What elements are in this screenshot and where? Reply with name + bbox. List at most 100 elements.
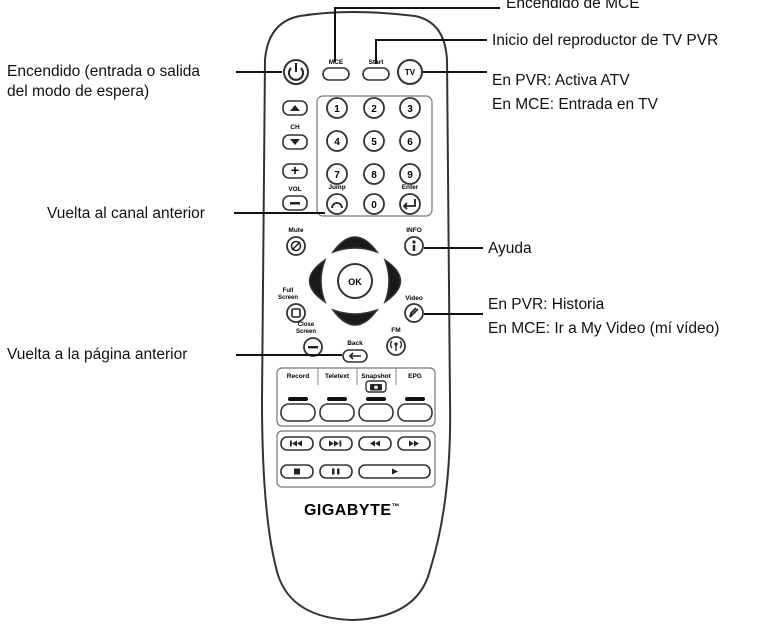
number-key-label: 2 bbox=[371, 104, 377, 115]
full-screen-button[interactable] bbox=[286, 303, 306, 323]
callout-tv: En PVR: Activa ATV En MCE: Entrada en TV bbox=[492, 71, 658, 115]
minus-icon bbox=[290, 202, 300, 205]
pause-button[interactable] bbox=[319, 464, 353, 479]
back-icon bbox=[348, 352, 361, 360]
callout-video-line-2: En MCE: Ir a My Video (mí vídeo) bbox=[488, 320, 720, 337]
record-label: Record bbox=[287, 373, 309, 380]
number-key-label: 8 bbox=[371, 170, 377, 181]
enter-button[interactable] bbox=[399, 193, 421, 215]
callout-video: En PVR: Historia En MCE: Ir a My Video (… bbox=[488, 295, 719, 339]
callout-power-line-1: Encendido (entrada o salida bbox=[7, 63, 201, 80]
number-key-label: 9 bbox=[407, 170, 413, 181]
epg-label: EPG bbox=[408, 373, 422, 380]
dpad-left-button[interactable] bbox=[308, 258, 327, 304]
callout-pvr-start: Inicio del reproductor de TV PVR bbox=[492, 31, 718, 51]
close-screen-label-1: Close bbox=[298, 322, 315, 328]
callout-power: Encendido (entrada o salida del modo de … bbox=[7, 62, 200, 102]
number-key-4[interactable] bbox=[326, 130, 348, 152]
callout-info-text: Ayuda bbox=[488, 240, 532, 257]
callout-jump-text: Vuelta al canal anterior bbox=[47, 205, 205, 222]
start-button[interactable] bbox=[362, 67, 390, 81]
function-panel bbox=[276, 367, 436, 427]
stop-icon bbox=[294, 468, 300, 475]
dpad-down-button[interactable] bbox=[330, 308, 380, 326]
next-track-icon bbox=[329, 440, 342, 447]
power-icon bbox=[288, 63, 304, 81]
callout-power-line-2: del modo de espera) bbox=[7, 83, 150, 100]
camera-icon bbox=[370, 384, 382, 391]
callout-info: Ayuda bbox=[488, 239, 532, 259]
fast-forward-icon bbox=[409, 440, 419, 447]
number-key-9[interactable] bbox=[399, 163, 421, 185]
close-screen-icon bbox=[308, 346, 318, 349]
ok-button[interactable] bbox=[337, 263, 373, 299]
callout-pvr-start-text: Inicio del reproductor de TV PVR bbox=[492, 32, 719, 49]
transport-panel bbox=[276, 430, 436, 488]
number-key-5[interactable] bbox=[363, 130, 385, 152]
full-screen-label-1: Full bbox=[283, 288, 294, 294]
number-key-label: 7 bbox=[334, 170, 340, 181]
video-icon bbox=[409, 307, 419, 318]
up-arrow-icon bbox=[290, 105, 300, 111]
ch-label: CH bbox=[290, 124, 300, 131]
number-key-2[interactable] bbox=[363, 97, 385, 119]
jump-icon bbox=[331, 202, 343, 209]
number-key-8[interactable] bbox=[363, 163, 385, 185]
dpad-up-button[interactable] bbox=[330, 236, 380, 254]
zero-button[interactable] bbox=[363, 193, 385, 215]
plus-icon: + bbox=[291, 162, 299, 178]
radio-antenna-icon bbox=[389, 340, 403, 351]
jump-label: Jump bbox=[328, 184, 345, 191]
video-label: Video bbox=[405, 295, 423, 302]
vol-label: VOL bbox=[288, 186, 301, 193]
full-screen-label-2: Screen bbox=[278, 295, 298, 301]
callout-tv-line-2: En MCE: Entrada en TV bbox=[492, 96, 658, 113]
green-key-button[interactable] bbox=[319, 403, 355, 422]
jump-button[interactable] bbox=[326, 193, 348, 215]
number-panel bbox=[316, 95, 433, 217]
close-screen-label-2: Screen bbox=[296, 329, 316, 335]
callout-mce-power: Encendido de MCE bbox=[506, 0, 640, 14]
color-key-indicators bbox=[288, 397, 425, 401]
dpad-right-button[interactable] bbox=[383, 258, 402, 304]
ok-label: OK bbox=[348, 277, 362, 287]
number-key-label: 4 bbox=[334, 137, 340, 148]
previous-track-icon bbox=[290, 440, 302, 447]
full-screen-icon bbox=[291, 308, 301, 318]
callout-back-text: Vuelta a la página anterior bbox=[7, 346, 188, 363]
fm-label: FM bbox=[391, 327, 400, 334]
info-icon bbox=[412, 240, 416, 251]
pause-icon bbox=[332, 468, 340, 475]
callout-jump: Vuelta al canal anterior bbox=[47, 204, 205, 224]
yellow-key-button[interactable] bbox=[358, 403, 394, 422]
callout-tv-line-1: En PVR: Activa ATV bbox=[492, 72, 630, 89]
tv-button[interactable] bbox=[397, 59, 423, 85]
number-key-7[interactable] bbox=[326, 163, 348, 185]
number-key-label: 5 bbox=[371, 137, 377, 148]
snapshot-label: Snapshot bbox=[361, 373, 391, 380]
number-key-1[interactable] bbox=[326, 97, 348, 119]
blue-key-button[interactable] bbox=[397, 403, 433, 422]
number-key-6[interactable] bbox=[399, 130, 421, 152]
brand-logo: GIGABYTE™ bbox=[304, 502, 400, 519]
callout-video-line-1: En PVR: Historia bbox=[488, 296, 605, 313]
mce-button[interactable] bbox=[322, 67, 350, 81]
info-label: INFO bbox=[406, 227, 422, 234]
mute-icon bbox=[290, 240, 302, 252]
mce-label: MCE bbox=[329, 59, 344, 66]
number-key-label: 1 bbox=[334, 104, 340, 115]
number-key-label: 6 bbox=[407, 137, 413, 148]
callout-mce-power-text: Encendido de MCE bbox=[506, 0, 640, 12]
enter-icon bbox=[402, 199, 416, 210]
callout-leaders bbox=[234, 7, 500, 356]
play-icon bbox=[392, 468, 398, 475]
number-key-3[interactable] bbox=[399, 97, 421, 119]
red-key-button[interactable] bbox=[280, 403, 316, 422]
volume-up-button[interactable] bbox=[282, 163, 308, 179]
callout-back: Vuelta a la página anterior bbox=[7, 345, 187, 365]
mute-label: Mute bbox=[288, 227, 304, 234]
back-label: Back bbox=[347, 340, 363, 347]
